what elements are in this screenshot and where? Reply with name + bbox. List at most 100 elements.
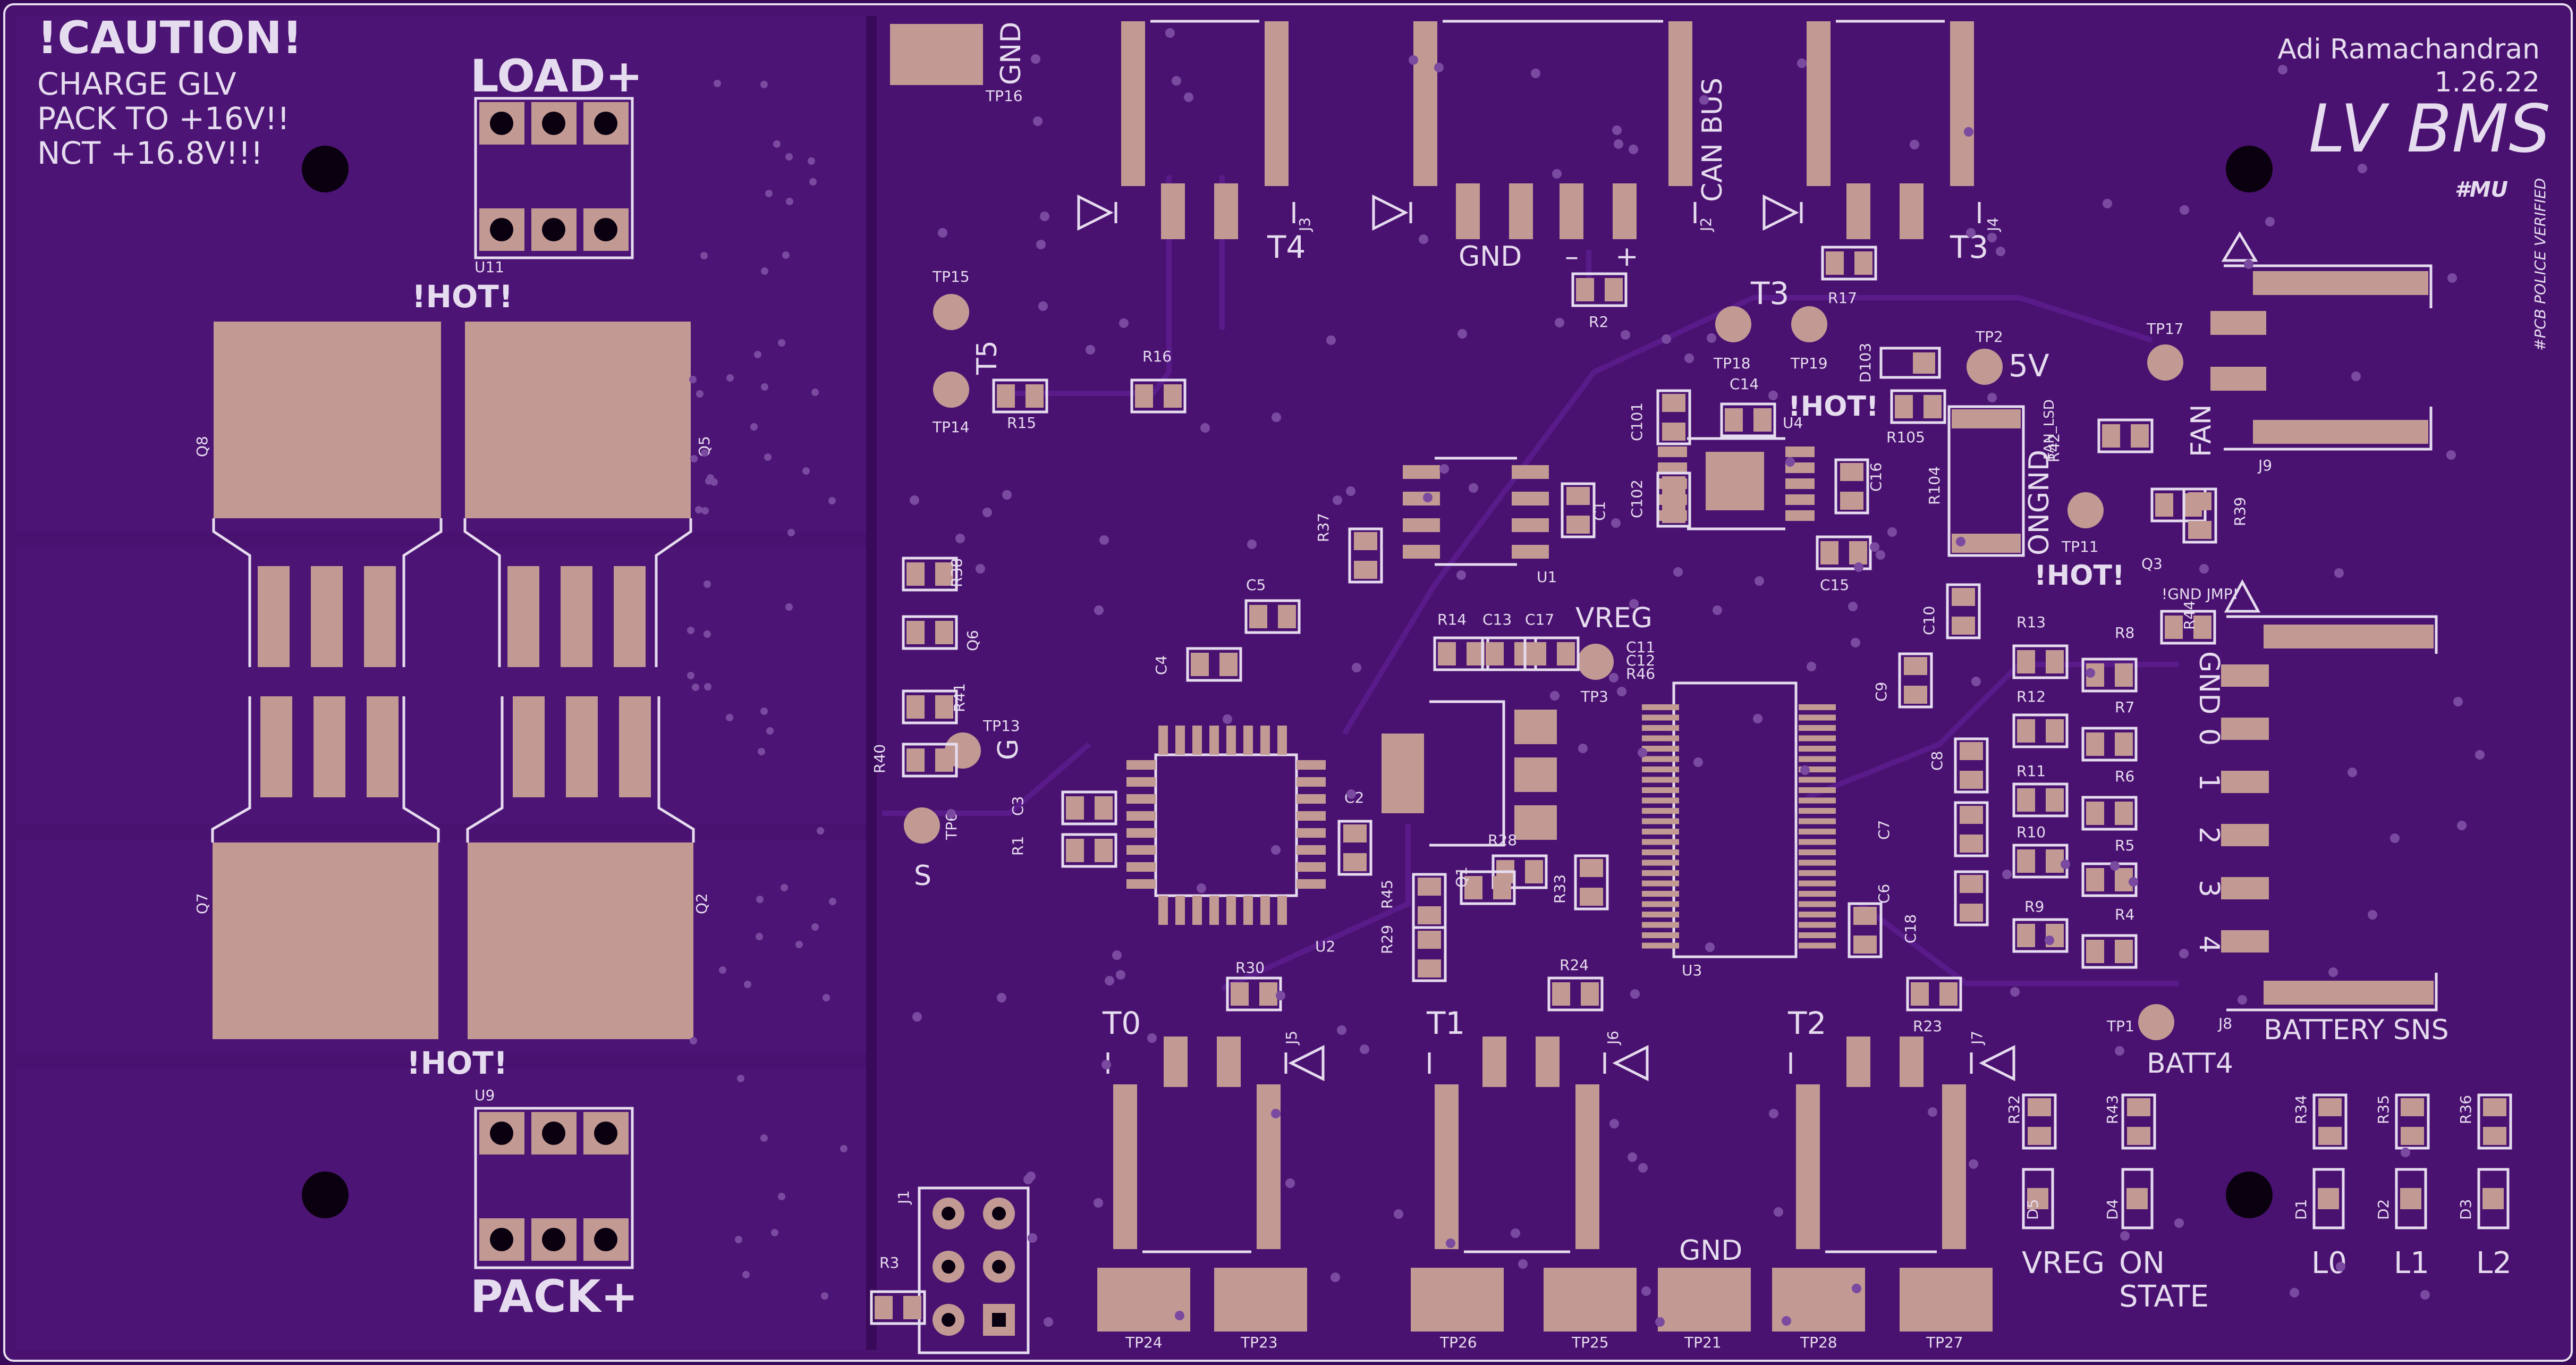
refdes-tp16: TP16 bbox=[985, 87, 1023, 105]
caution-line-1: CHARGE GLV bbox=[37, 66, 236, 102]
refdes-c11: C11 bbox=[1626, 638, 1655, 656]
refdes-r23: R23 bbox=[1913, 1017, 1942, 1035]
connector-j9 bbox=[2210, 231, 2433, 451]
refdes-q8: Q8 bbox=[193, 436, 211, 457]
refdes-r6: R6 bbox=[2115, 768, 2134, 785]
sns-pin-3: 3 bbox=[2193, 880, 2225, 897]
refdes-r11: R11 bbox=[2016, 762, 2046, 780]
pack-label: PACK+ bbox=[470, 1270, 638, 1322]
tagline: #PCB POLICE VERIFIED bbox=[2531, 178, 2549, 351]
refdes-c18: C18 bbox=[1902, 914, 1919, 943]
refdes-tp19: TP19 bbox=[1790, 355, 1828, 372]
refdes-c6: C6 bbox=[1875, 884, 1893, 904]
refdes-j1: J1 bbox=[895, 1190, 912, 1205]
fan-lsd-label: FAN_LSD bbox=[2041, 399, 2057, 460]
sns-pin-1: 1 bbox=[2193, 773, 2225, 791]
refdes-j7: J7 bbox=[1968, 1031, 1986, 1046]
refdes-r15: R15 bbox=[1007, 414, 1036, 432]
refdes-r1: R1 bbox=[1009, 836, 1027, 856]
pack-terminal-outline bbox=[474, 1107, 634, 1269]
refdes-tp14: TP14 bbox=[932, 418, 970, 436]
refdes-d3: D3 bbox=[2457, 1199, 2475, 1220]
refdes-tp25: TP25 bbox=[1571, 1334, 1609, 1351]
sns-pin-4: 4 bbox=[2193, 936, 2225, 953]
caution-line-2: PACK TO +16V!! bbox=[37, 100, 290, 137]
v5-label: 5V bbox=[2009, 348, 2049, 384]
refdes-c12: C12 bbox=[1626, 652, 1655, 669]
connector-j4 bbox=[1762, 20, 1981, 239]
refdes-r34: R34 bbox=[2292, 1095, 2310, 1124]
refdes-r3: R3 bbox=[879, 1254, 899, 1271]
hot-label-ongnd: !HOT! bbox=[2034, 560, 2125, 592]
s-label: S bbox=[914, 860, 931, 892]
hot-label-u4: !HOT! bbox=[1788, 391, 1879, 423]
refdes-r2: R2 bbox=[1589, 313, 1608, 331]
led-indicators bbox=[2022, 1168, 2510, 1229]
refdes-tp18: TP18 bbox=[1713, 355, 1751, 372]
refdes-u11: U11 bbox=[474, 258, 504, 276]
ic-u2 bbox=[1126, 726, 1326, 925]
connector-j2 bbox=[1372, 20, 1697, 239]
refdes-j3: J3 bbox=[1296, 217, 1314, 232]
mosfet-q2 bbox=[466, 696, 695, 1039]
mosfet-q7 bbox=[211, 696, 440, 1039]
t3-label-tp: T3 bbox=[1750, 275, 1789, 311]
refdes-r38: R38 bbox=[948, 558, 965, 587]
ongnd-label: ONGND bbox=[2023, 450, 2055, 555]
refdes-r24: R24 bbox=[1560, 956, 1589, 974]
refdes-j9: J9 bbox=[2257, 457, 2272, 474]
t5-label: T5 bbox=[971, 340, 1003, 375]
sns-pin-2: 2 bbox=[2193, 827, 2225, 844]
resistor-r104 bbox=[1947, 405, 2025, 557]
load-terminal-pads bbox=[479, 102, 629, 251]
refdes-r39: R39 bbox=[2231, 497, 2249, 526]
vreg-label: VREG bbox=[1575, 602, 1653, 634]
mounting-hole-bl bbox=[302, 1172, 349, 1218]
state-led-label: STATE bbox=[2119, 1279, 2209, 1314]
refdes-r45: R45 bbox=[1378, 880, 1396, 909]
refdes-r44: R44 bbox=[2181, 601, 2198, 630]
refdes-r41: R41 bbox=[951, 683, 968, 712]
refdes-q3: Q3 bbox=[2141, 555, 2163, 572]
fan-label: FAN bbox=[2185, 404, 2217, 457]
refdes-r40: R40 bbox=[871, 744, 888, 773]
ic-u1 bbox=[1403, 457, 1549, 566]
t4-label: T4 bbox=[1267, 229, 1306, 265]
sns-pin-0: 0 bbox=[2193, 728, 2225, 746]
refdes-r16: R16 bbox=[1142, 348, 1172, 365]
refdes-d1: D1 bbox=[2292, 1199, 2310, 1220]
can-plus: + bbox=[1615, 241, 1639, 273]
t2-label: T2 bbox=[1787, 1005, 1826, 1041]
vreg-led-label: VREG bbox=[2022, 1246, 2105, 1280]
battery-sns-label: BATTERY SNS bbox=[2264, 1014, 2449, 1046]
refdes-r8: R8 bbox=[2115, 624, 2134, 642]
power-plane-mid bbox=[16, 547, 866, 824]
refdes-r32: R32 bbox=[2005, 1095, 2023, 1124]
gnd-label-can: GND bbox=[1459, 241, 1522, 273]
refdes-r17: R17 bbox=[1828, 289, 1857, 307]
t1-label: T1 bbox=[1426, 1005, 1465, 1041]
connector-j7 bbox=[1789, 1037, 2015, 1253]
mounting-hole-tl bbox=[302, 146, 349, 192]
can-minus: – bbox=[1565, 241, 1579, 273]
refdes-j6: J6 bbox=[1604, 1031, 1622, 1046]
refdes-r9: R9 bbox=[2024, 898, 2044, 915]
refdes-r30: R30 bbox=[1235, 959, 1265, 976]
hot-label-top: !HOT! bbox=[412, 279, 513, 315]
refdes-d103: D103 bbox=[1857, 343, 1874, 383]
refdes-r14: R14 bbox=[1437, 611, 1467, 628]
load-label: LOAD+ bbox=[470, 50, 643, 102]
refdes-tp17: TP17 bbox=[2146, 320, 2184, 338]
refdes-d2: D2 bbox=[2375, 1199, 2392, 1220]
gnd-label-tp21: GND bbox=[1679, 1235, 1742, 1267]
t0-label: T0 bbox=[1102, 1005, 1141, 1041]
diode-d103 bbox=[1879, 347, 1941, 379]
mosfet-q8 bbox=[212, 322, 443, 667]
refdes-d4: D4 bbox=[2104, 1199, 2121, 1220]
refdes-j8: J8 bbox=[2217, 1015, 2232, 1032]
refdes-u1: U1 bbox=[1537, 568, 1557, 586]
refdes-r13: R13 bbox=[2016, 613, 2046, 631]
